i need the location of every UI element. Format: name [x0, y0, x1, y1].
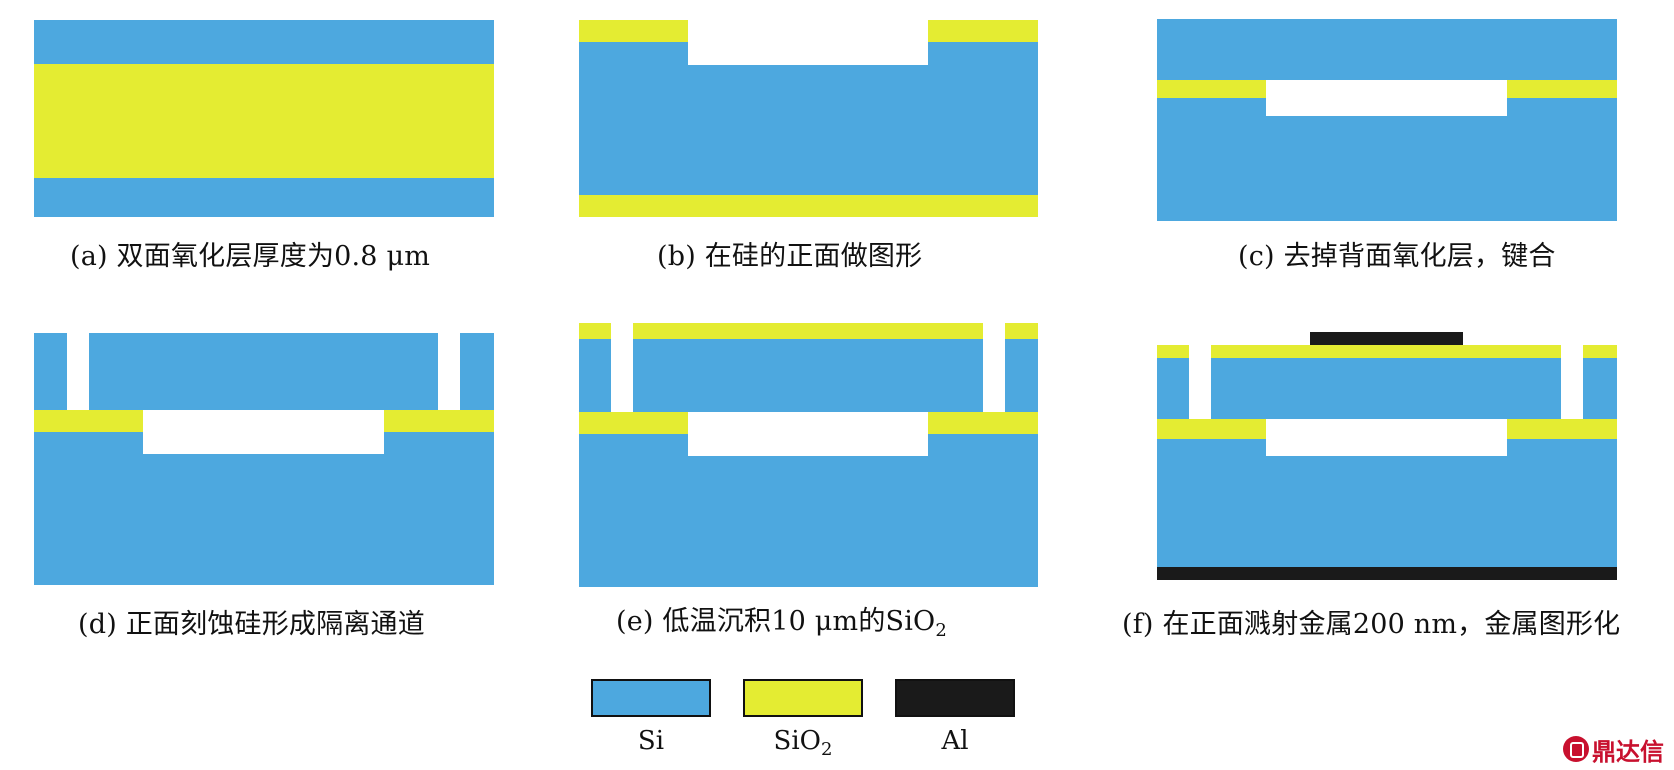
al-bottom-electrode [1157, 567, 1617, 580]
isolation-trench-right [438, 333, 460, 410]
isolation-trench-left [611, 323, 633, 412]
legend-label-si: Si [637, 726, 665, 756]
sio2-deposited-layer [579, 323, 1038, 339]
isolation-trench-right [1561, 345, 1583, 419]
si-substrate [1157, 19, 1617, 221]
sio2-deposited-layer [1157, 345, 1617, 358]
isolation-trench-left [67, 333, 89, 410]
cavity [688, 412, 928, 456]
caption-f: (f) 在正面溅射金属200 nm，金属图形化 [1122, 609, 1621, 640]
legend-swatch-sio2 [743, 679, 863, 717]
isolation-trench-right [983, 323, 1005, 412]
caption-d: (d) 正面刻蚀硅形成隔离通道 [78, 609, 425, 640]
al-top-electrode [1310, 332, 1463, 347]
si-substrate [34, 333, 494, 585]
cavity [1266, 80, 1507, 116]
logo-icon [1563, 736, 1589, 762]
legend-label-al: Al [941, 726, 969, 756]
si-substrate [1157, 347, 1617, 568]
watermark: 鼎达信 [1563, 734, 1664, 766]
legend-label-sio2: SiO2 [773, 726, 833, 760]
caption-e: (e) 低温沉积10 μm的SiO2 [616, 606, 948, 641]
cavity [1266, 419, 1507, 456]
cavity [143, 410, 384, 454]
caption-b: (b) 在硅的正面做图形 [657, 241, 923, 272]
sio2-bottom-layer [579, 195, 1038, 217]
watermark-text: 鼎达信 [1592, 737, 1664, 766]
cavity [688, 20, 928, 65]
caption-c: (c) 去掉背面氧化层，键合 [1238, 241, 1556, 272]
isolation-trench-left [1189, 345, 1211, 419]
sio2-layer [34, 64, 494, 178]
caption-a: (a) 双面氧化层厚度为0.8 μm [70, 241, 431, 272]
legend-swatch-al [895, 679, 1015, 717]
legend-swatch-si [591, 679, 711, 717]
